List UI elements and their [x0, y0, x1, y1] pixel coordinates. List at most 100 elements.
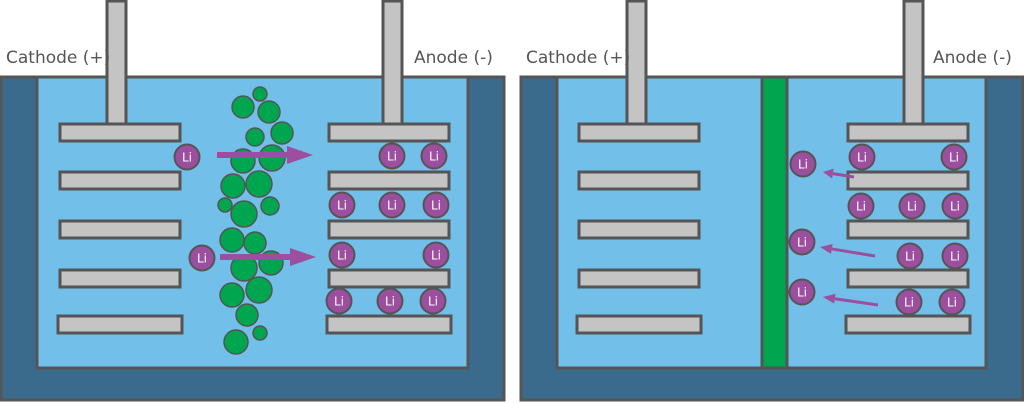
- lithium-ion-label: Li: [197, 252, 207, 266]
- lithium-ion: Li: [422, 191, 450, 219]
- lithium-ion-circle: [376, 287, 404, 315]
- lithium-ion-circle: [422, 241, 450, 269]
- lithium-ion: Li: [898, 192, 926, 220]
- arrow-head: [290, 248, 316, 266]
- lithium-ion: Li: [941, 192, 969, 220]
- lithium-ion-label: Li: [797, 286, 807, 300]
- cathode-plate: [58, 170, 182, 191]
- cathode-plate: [577, 268, 701, 289]
- cathode-plate: [577, 122, 701, 143]
- lithium-ion-label: Li: [950, 200, 960, 214]
- lithium-ion-label: Li: [950, 250, 960, 264]
- lithium-ion: Li: [788, 228, 816, 256]
- lithium-ion: Li: [173, 143, 201, 171]
- particle: [245, 170, 273, 198]
- lithium-ion-circle: [419, 287, 447, 315]
- lithium-ion: Li: [896, 242, 924, 270]
- anode-terminal: [902, 0, 925, 126]
- lithium-ion-circle: [328, 241, 356, 269]
- lithium-ion: Li: [420, 142, 448, 170]
- electrolyte-top: [788, 78, 985, 83]
- anode-plate: [325, 314, 453, 335]
- particle: [230, 200, 258, 228]
- particle: [245, 276, 273, 304]
- lithium-ion-circle: [328, 191, 356, 219]
- lithium-ion-label: Li: [947, 296, 957, 310]
- particle: [217, 197, 233, 213]
- anode-plate: [327, 122, 451, 143]
- lithium-ion-circle: [788, 228, 816, 256]
- anode-plate: [846, 170, 970, 191]
- particle: [235, 303, 259, 327]
- anode-plate: [327, 219, 451, 240]
- particle: [260, 196, 280, 216]
- particle: [252, 86, 268, 102]
- lithium-ion-circle: [938, 288, 966, 316]
- arrow-shaft: [832, 172, 855, 179]
- cathode-plate: [56, 314, 184, 335]
- lithium-ion-circle: [940, 143, 968, 171]
- particle: [243, 231, 267, 255]
- lithium-ion-circle: [848, 143, 876, 171]
- cathode-plate: [58, 219, 182, 240]
- lithium-ion-label: Li: [428, 295, 438, 309]
- lithium-ion-circle: [847, 192, 875, 220]
- lithium-ion-circle: [941, 192, 969, 220]
- lithium-ion-circle: [378, 191, 406, 219]
- lithium-ion-label: Li: [431, 199, 441, 213]
- lithium-ion-label: Li: [798, 158, 808, 172]
- lithium-ion-circle: [173, 143, 201, 171]
- particle: [219, 282, 245, 308]
- anode-plate: [846, 122, 970, 143]
- particle: [223, 329, 249, 355]
- lithium-ion-circle: [422, 191, 450, 219]
- cathode-plate: [577, 170, 701, 191]
- cathode-plate: [58, 122, 182, 143]
- lithium-ion-label: Li: [182, 151, 192, 165]
- lithium-ion-circle: [895, 288, 923, 316]
- arrow-head: [823, 293, 836, 304]
- lithium-ion: Li: [419, 287, 447, 315]
- lithium-ion: Li: [188, 244, 216, 272]
- particle: [257, 100, 281, 124]
- arrow-shaft: [831, 247, 876, 258]
- lithium-ion: Li: [848, 143, 876, 171]
- lithium-ion: Li: [376, 287, 404, 315]
- lithium-ion-label: Li: [904, 296, 914, 310]
- cathode-plate: [577, 219, 701, 240]
- lithium-ion-label: Li: [387, 199, 397, 213]
- lithium-ion: Li: [788, 278, 816, 306]
- lithium-ion-label: Li: [797, 236, 807, 250]
- anode-plate: [327, 170, 451, 191]
- lithium-ion-label: Li: [856, 200, 866, 214]
- lithium-ion-label: Li: [431, 249, 441, 263]
- lithium-ion: Li: [941, 242, 969, 270]
- arrow-head: [823, 168, 834, 179]
- anode-plate: [846, 219, 970, 240]
- lithium-ion-label: Li: [429, 150, 439, 164]
- lithium-ion: Li: [328, 191, 356, 219]
- lithium-ion: Li: [895, 288, 923, 316]
- lithium-ion-label: Li: [337, 199, 347, 213]
- lithium-ion-circle: [188, 244, 216, 272]
- anode-terminal: [381, 0, 404, 126]
- particle: [219, 227, 245, 253]
- lithium-ion: Li: [940, 143, 968, 171]
- lithium-ion-label: Li: [907, 200, 917, 214]
- anode-plate: [844, 314, 972, 335]
- lithium-ion-label: Li: [905, 250, 915, 264]
- lithium-ion-circle: [378, 142, 406, 170]
- panel2-anode-label: Anode (-): [933, 48, 1012, 68]
- lithium-ion-circle: [896, 242, 924, 270]
- lithium-ion: Li: [938, 288, 966, 316]
- lithium-ion-circle: [325, 287, 353, 315]
- lithium-ion-label: Li: [334, 295, 344, 309]
- lithium-ion: Li: [789, 150, 817, 178]
- cathode-plate: [58, 268, 182, 289]
- lithium-ion: Li: [378, 191, 406, 219]
- electrolyte-top: [558, 78, 761, 83]
- lithium-ion-label: Li: [857, 151, 867, 165]
- cathode-plate: [575, 314, 703, 335]
- particle: [270, 121, 294, 145]
